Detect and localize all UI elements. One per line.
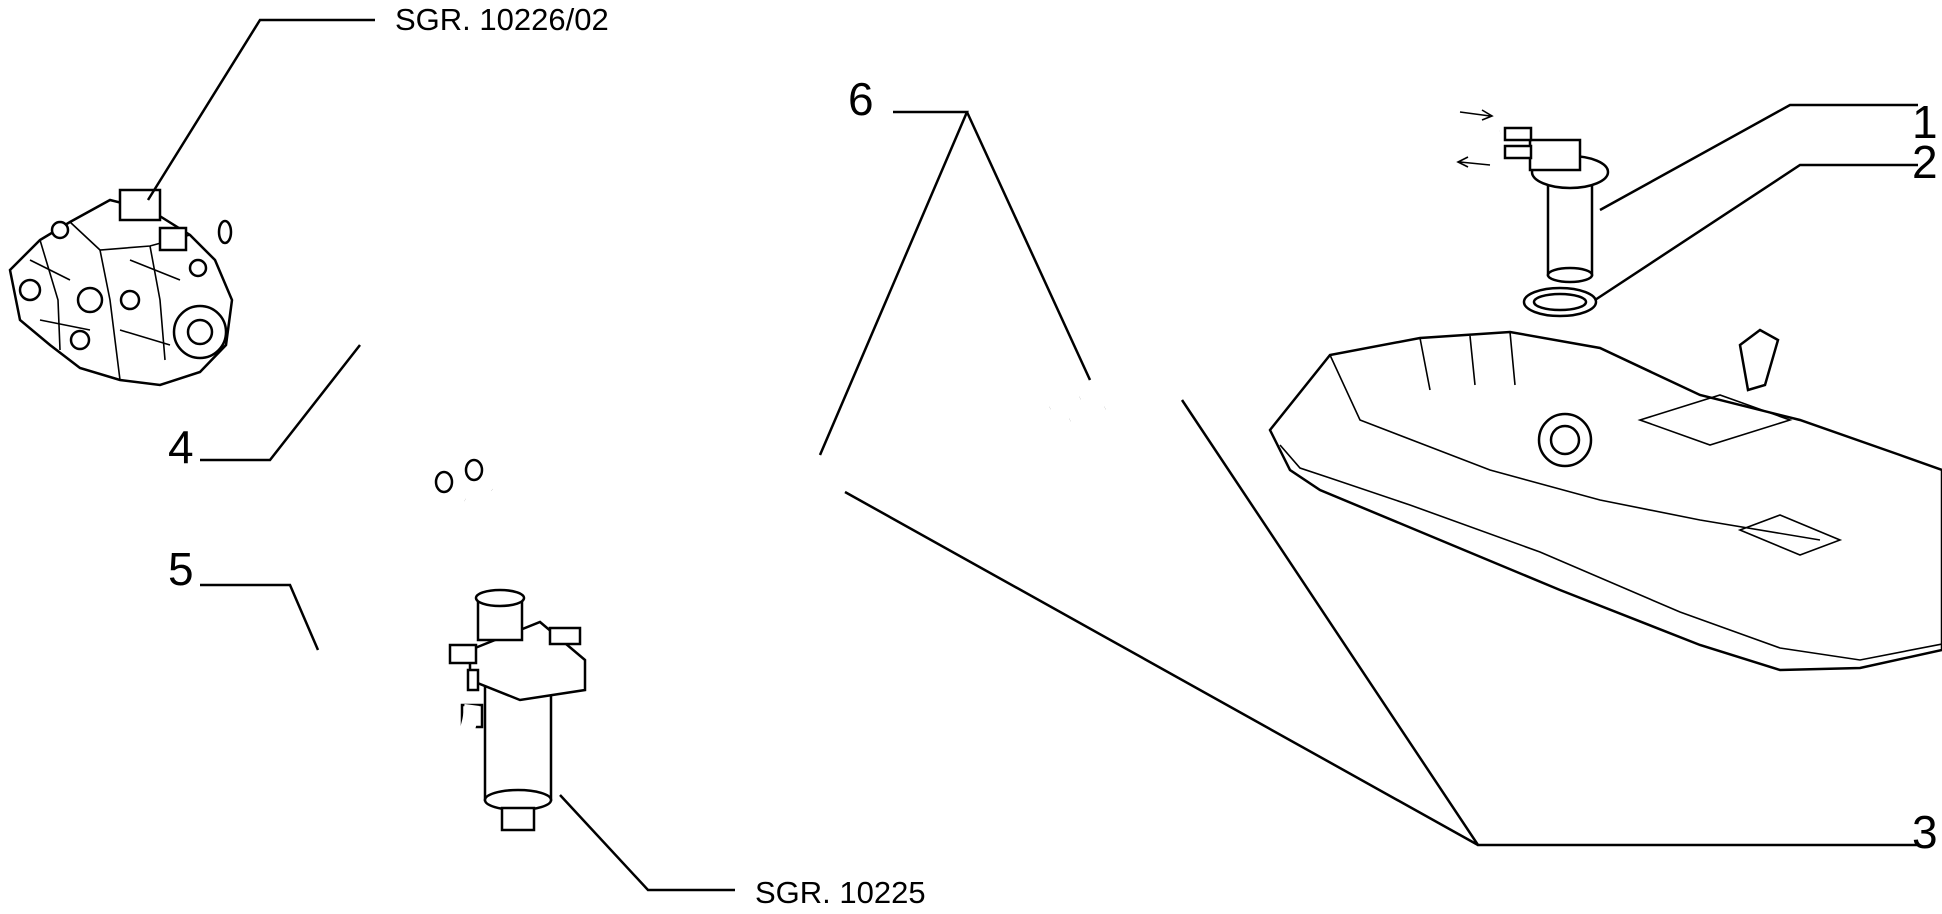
callout-6: 6 xyxy=(848,73,874,125)
ref-injection-pump: SGR. 10226/02 xyxy=(395,2,609,37)
leader-lines xyxy=(146,18,1918,892)
callout-1: 1 xyxy=(1912,96,1938,148)
fuel-tank xyxy=(1268,328,1942,672)
hose-4 xyxy=(217,219,484,482)
tank-sender-unit xyxy=(1503,126,1610,284)
labels: SGR. 10226/02 SGR. 10225 1 2 3 4 5 6 xyxy=(168,2,1938,910)
hose-5 xyxy=(321,453,480,798)
ref-fuel-filter: SGR. 10225 xyxy=(755,875,926,909)
callout-4: 4 xyxy=(168,421,194,473)
fuel-filter xyxy=(448,588,587,832)
callout-5: 5 xyxy=(168,543,194,595)
callout-3: 3 xyxy=(1912,806,1938,858)
sender-seal-ring xyxy=(1522,286,1598,318)
callout-2: 2 xyxy=(1912,136,1938,188)
injection-pump xyxy=(8,188,234,387)
fuel-line-pipes xyxy=(463,109,1506,565)
